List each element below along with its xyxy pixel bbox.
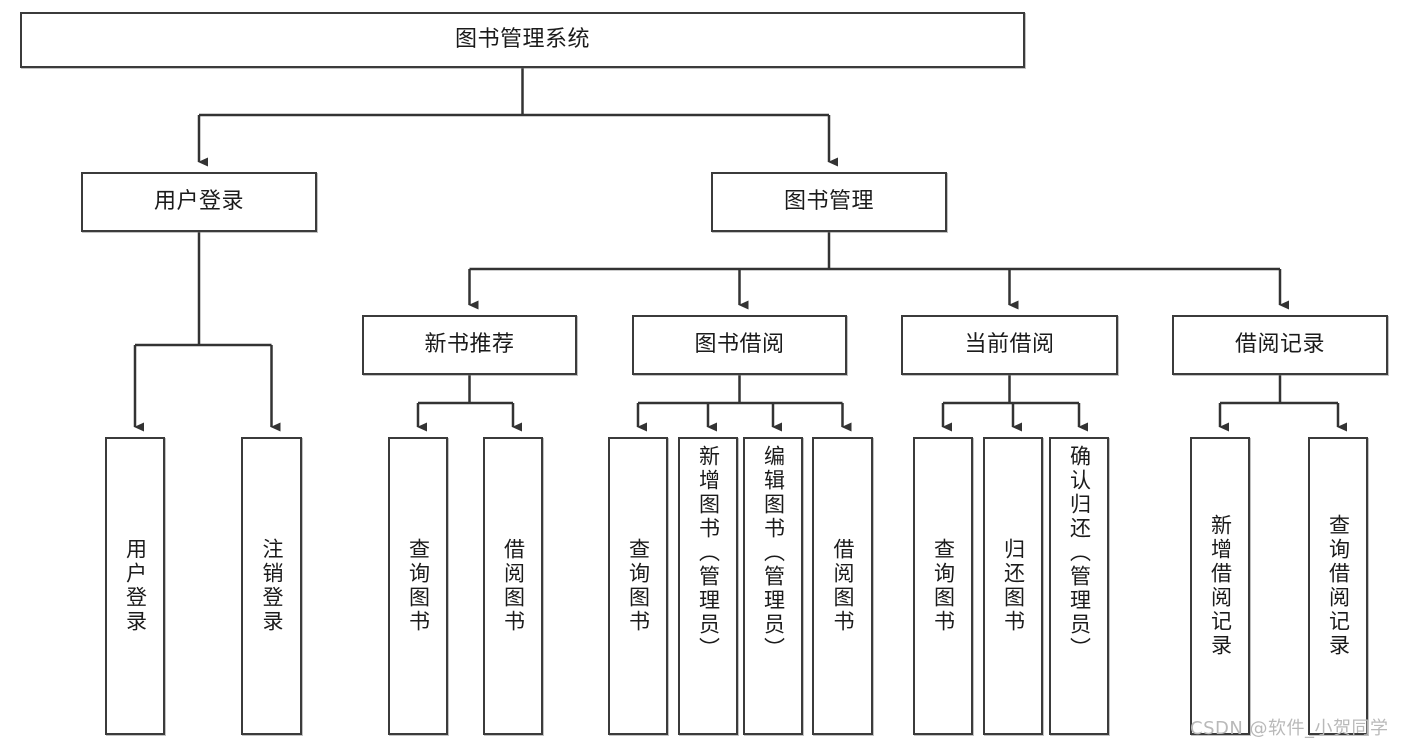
node-label: 查询图书: [406, 538, 431, 634]
node-label: 借阅记录: [1234, 332, 1325, 358]
node-label: 查询图书: [626, 538, 651, 634]
node-leaf-user-logout[interactable]: 注销登录: [241, 437, 302, 735]
node-leaf-query-book-2[interactable]: 查询图书: [608, 437, 668, 735]
node-leaf-confirm-return-admin[interactable]: 确认归还（管理员）: [1049, 437, 1109, 735]
node-leaf-borrow-book-2[interactable]: 借阅图书: [812, 437, 873, 735]
node-label: 用户登录: [153, 189, 244, 215]
node-label: 借阅图书: [501, 538, 526, 634]
node-leaf-query-book-1[interactable]: 查询图书: [388, 437, 448, 735]
node-leaf-add-borrow-record[interactable]: 新增借阅记录: [1190, 437, 1250, 735]
node-leaf-borrow-book-1[interactable]: 借阅图书: [483, 437, 543, 735]
node-label: 确认归还（管理员）: [1067, 445, 1092, 661]
node-book-borrow[interactable]: 图书借阅: [632, 315, 847, 375]
node-borrow-record[interactable]: 借阅记录: [1172, 315, 1388, 375]
node-root[interactable]: 图书管理系统: [20, 12, 1025, 68]
node-label: 借阅图书: [831, 538, 855, 634]
node-new-book-rec[interactable]: 新书推荐: [362, 315, 577, 375]
node-label: 图书借阅: [694, 332, 785, 358]
node-label: 新增借阅记录: [1208, 514, 1233, 658]
node-label: 用户登录: [123, 538, 148, 634]
node-label: 归还图书: [1001, 538, 1026, 634]
node-label: 查询图书: [931, 538, 956, 634]
node-label: 图书管理: [783, 189, 874, 215]
node-label: 新增图书（管理员）: [696, 445, 721, 661]
node-leaf-edit-book-admin[interactable]: 编辑图书（管理员）: [743, 437, 803, 735]
node-label: 编辑图书（管理员）: [761, 445, 786, 661]
node-label: 查询借阅记录: [1326, 514, 1351, 658]
node-user-login[interactable]: 用户登录: [81, 172, 317, 232]
node-leaf-user-login[interactable]: 用户登录: [105, 437, 165, 735]
node-current-borrow[interactable]: 当前借阅: [901, 315, 1118, 375]
node-book-manage[interactable]: 图书管理: [711, 172, 947, 232]
node-label: 当前借阅: [964, 332, 1055, 358]
node-label: 新书推荐: [424, 332, 515, 358]
node-leaf-query-book-3[interactable]: 查询图书: [913, 437, 973, 735]
node-label: 图书管理系统: [454, 27, 590, 53]
csdn-watermark: CSDN @软件_小贺同学: [1190, 718, 1389, 739]
node-label: 注销登录: [260, 538, 284, 634]
node-leaf-add-book-admin[interactable]: 新增图书（管理员）: [678, 437, 738, 735]
node-leaf-return-book[interactable]: 归还图书: [983, 437, 1043, 735]
node-leaf-query-borrow-record[interactable]: 查询借阅记录: [1308, 437, 1368, 735]
